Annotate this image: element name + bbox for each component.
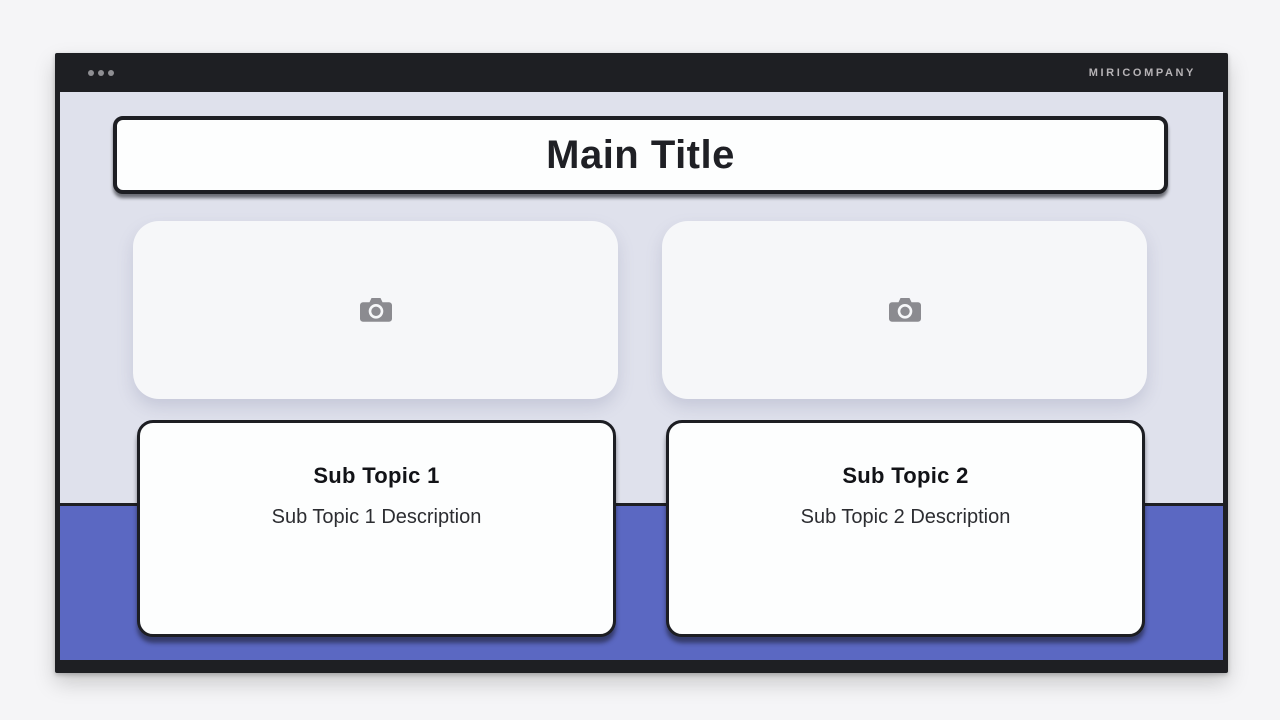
camera-icon [359, 298, 392, 322]
title-box[interactable]: Main Title [113, 116, 1168, 194]
image-placeholder-2[interactable] [662, 221, 1147, 399]
subtopic-heading: Sub Topic 1 [313, 463, 440, 488]
dot [98, 69, 104, 76]
subtopic-description: Sub Topic 1 Description [271, 506, 482, 528]
subtopic-card-2[interactable]: Sub Topic 2 Sub Topic 2 Description [666, 420, 1145, 637]
dot [88, 69, 94, 76]
brand-label: MIRICOMPANY [1088, 66, 1196, 79]
subtopic-card-1[interactable]: Sub Topic 1 Sub Topic 1 Description [137, 420, 616, 637]
camera-icon [888, 298, 921, 322]
window-topbar: MIRICOMPANY [55, 53, 1228, 92]
ellipsis-menu-icon[interactable] [88, 69, 114, 76]
main-window: MIRICOMPANY Main Title Sub Topic 1 Sub T… [55, 53, 1228, 673]
subtopic-description: Sub Topic 2 Description [800, 506, 1011, 528]
image-placeholder-1[interactable] [133, 221, 618, 399]
slide-title: Main Title [546, 132, 735, 177]
slide-canvas: Main Title Sub Topic 1 Sub Topic 1 Descr… [60, 92, 1223, 660]
subtopic-heading: Sub Topic 2 [842, 463, 969, 488]
dot [108, 69, 114, 76]
